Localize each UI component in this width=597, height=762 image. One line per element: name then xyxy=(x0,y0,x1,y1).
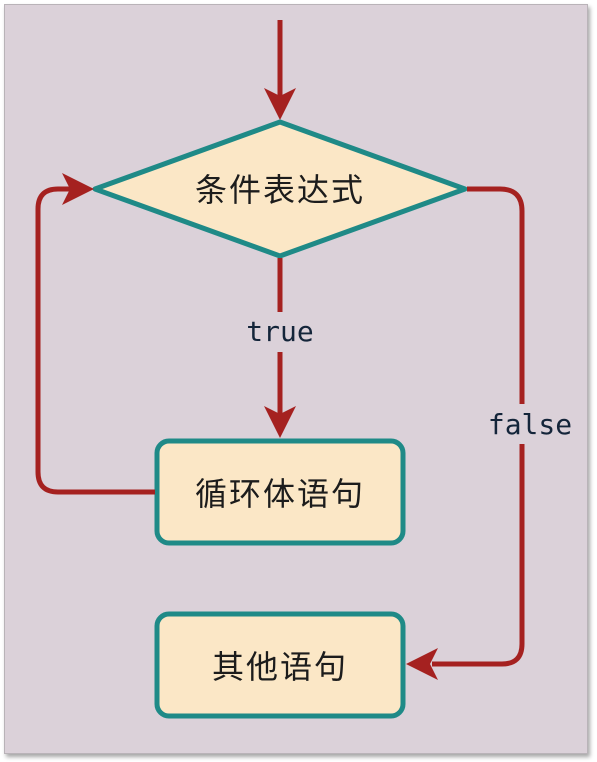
true-edge: true xyxy=(246,258,314,438)
condition-label: 条件表达式 xyxy=(195,171,365,209)
false-label: false xyxy=(488,408,572,441)
entry-arrow xyxy=(264,20,296,120)
loop-body-label: 循环体语句 xyxy=(195,475,365,513)
true-label: true xyxy=(246,315,313,348)
condition-node: 条件表达式 xyxy=(92,119,468,259)
false-edge: false xyxy=(406,186,572,680)
loop-body-node: 循环体语句 xyxy=(154,438,406,546)
loop-back-edge xyxy=(35,173,155,495)
other-label: 其他语句 xyxy=(212,648,348,686)
other-node: 其他语句 xyxy=(154,611,406,719)
